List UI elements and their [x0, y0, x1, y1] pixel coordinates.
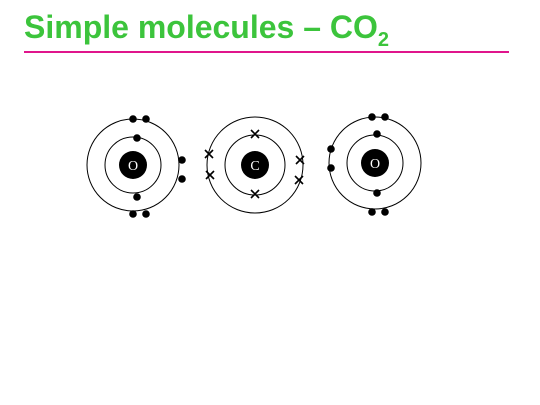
outer-electron	[142, 115, 150, 123]
shared-electron-cross	[295, 155, 305, 165]
shared-electron	[178, 175, 186, 183]
outer-electron	[381, 208, 389, 216]
inner-electron	[133, 134, 141, 142]
slide-title: Simple molecules – CO2	[24, 9, 389, 50]
shared-electron-cross	[204, 149, 214, 159]
shared-electron-cross	[294, 175, 304, 185]
nucleus	[119, 151, 147, 179]
outer-shell	[206, 116, 304, 214]
nucleus-label: O	[128, 159, 138, 174]
inner-electron-cross	[250, 189, 260, 199]
inner-electron-cross	[250, 129, 260, 139]
nucleus	[241, 151, 269, 179]
nucleus	[361, 149, 389, 177]
inner-electron	[373, 189, 381, 197]
inner-shell	[104, 136, 162, 194]
title-text: Simple molecules – CO	[24, 9, 378, 45]
inner-electron	[133, 193, 141, 201]
inner-electron	[373, 130, 381, 138]
outer-electron	[142, 210, 150, 218]
title-subscript: 2	[377, 29, 390, 51]
oxygen-atom-right: O	[327, 113, 422, 216]
outer-electron	[368, 208, 376, 216]
nucleus-label: O	[370, 157, 380, 172]
outer-electron	[368, 113, 376, 121]
oxygen-atom-left: O	[86, 115, 186, 218]
shared-electron-cross	[205, 170, 215, 180]
shared-electron	[327, 145, 335, 153]
nucleus-label: C	[250, 159, 259, 174]
outer-electron	[129, 115, 137, 123]
carbon-atom: C	[204, 116, 305, 214]
outer-electron	[381, 113, 389, 121]
shared-electron	[327, 164, 335, 172]
shared-electron	[178, 156, 186, 164]
outer-electron	[129, 210, 137, 218]
title-underline	[24, 51, 509, 53]
